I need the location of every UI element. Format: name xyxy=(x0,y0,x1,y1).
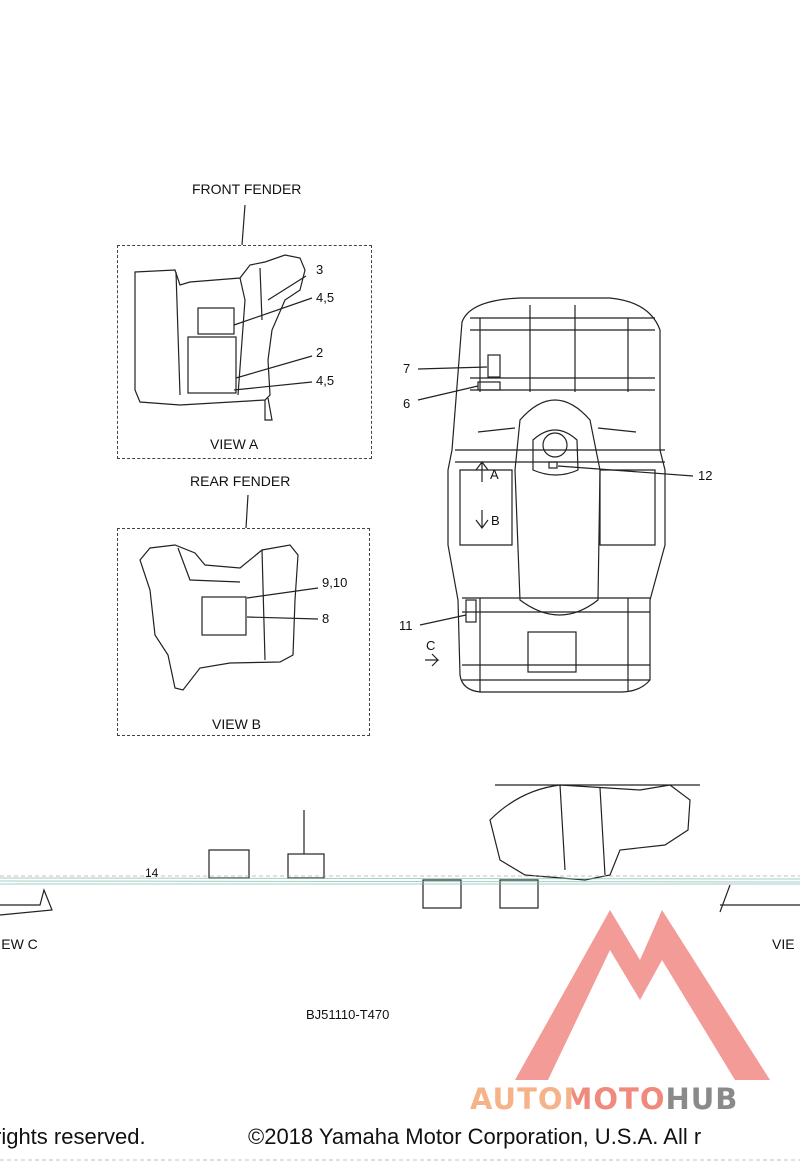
view-d-label: VIE xyxy=(772,936,795,952)
callout-front-45-lower: 4,5 xyxy=(316,373,335,388)
callout-rear-910: 9,10 xyxy=(322,575,348,590)
callout-front-45-upper: 4,5 xyxy=(316,290,335,305)
rear-fender-heading: REAR FENDER xyxy=(190,473,291,489)
callout-front-2: 2 xyxy=(316,345,324,360)
view-b-label: VIEW B xyxy=(212,716,262,732)
copyright: ©2018 Yamaha Motor Corporation, U.S.A. A… xyxy=(248,1124,702,1149)
view-b-frame xyxy=(117,528,370,736)
callout-14: 14 xyxy=(145,866,159,880)
logo-text-word: AUTOMOTOHUB xyxy=(470,1082,739,1116)
callout-rear-8: 8 xyxy=(322,611,330,626)
callout-top-6: 6 xyxy=(403,396,411,411)
view-a-label: VIEW A xyxy=(210,436,259,452)
callout-top-12: 12 xyxy=(698,468,713,483)
arrow-b-label: B xyxy=(491,513,500,528)
diagram-code: BJ51110-T470 xyxy=(306,1007,390,1022)
arrow-c-label: C xyxy=(426,638,436,653)
callout-top-11: 11 xyxy=(399,618,413,633)
view-a-frame xyxy=(117,245,372,459)
callout-front-3: 3 xyxy=(316,262,324,277)
callout-top-7: 7 xyxy=(403,361,411,376)
logo-text: AUTOMOTOHUB xyxy=(470,1082,738,1116)
front-fender-heading: FRONT FENDER xyxy=(192,181,302,197)
view-c-label: VIEW C xyxy=(0,936,38,952)
arrow-a-label: A xyxy=(490,467,499,482)
copyright-left: rights reserved. xyxy=(0,1124,146,1149)
